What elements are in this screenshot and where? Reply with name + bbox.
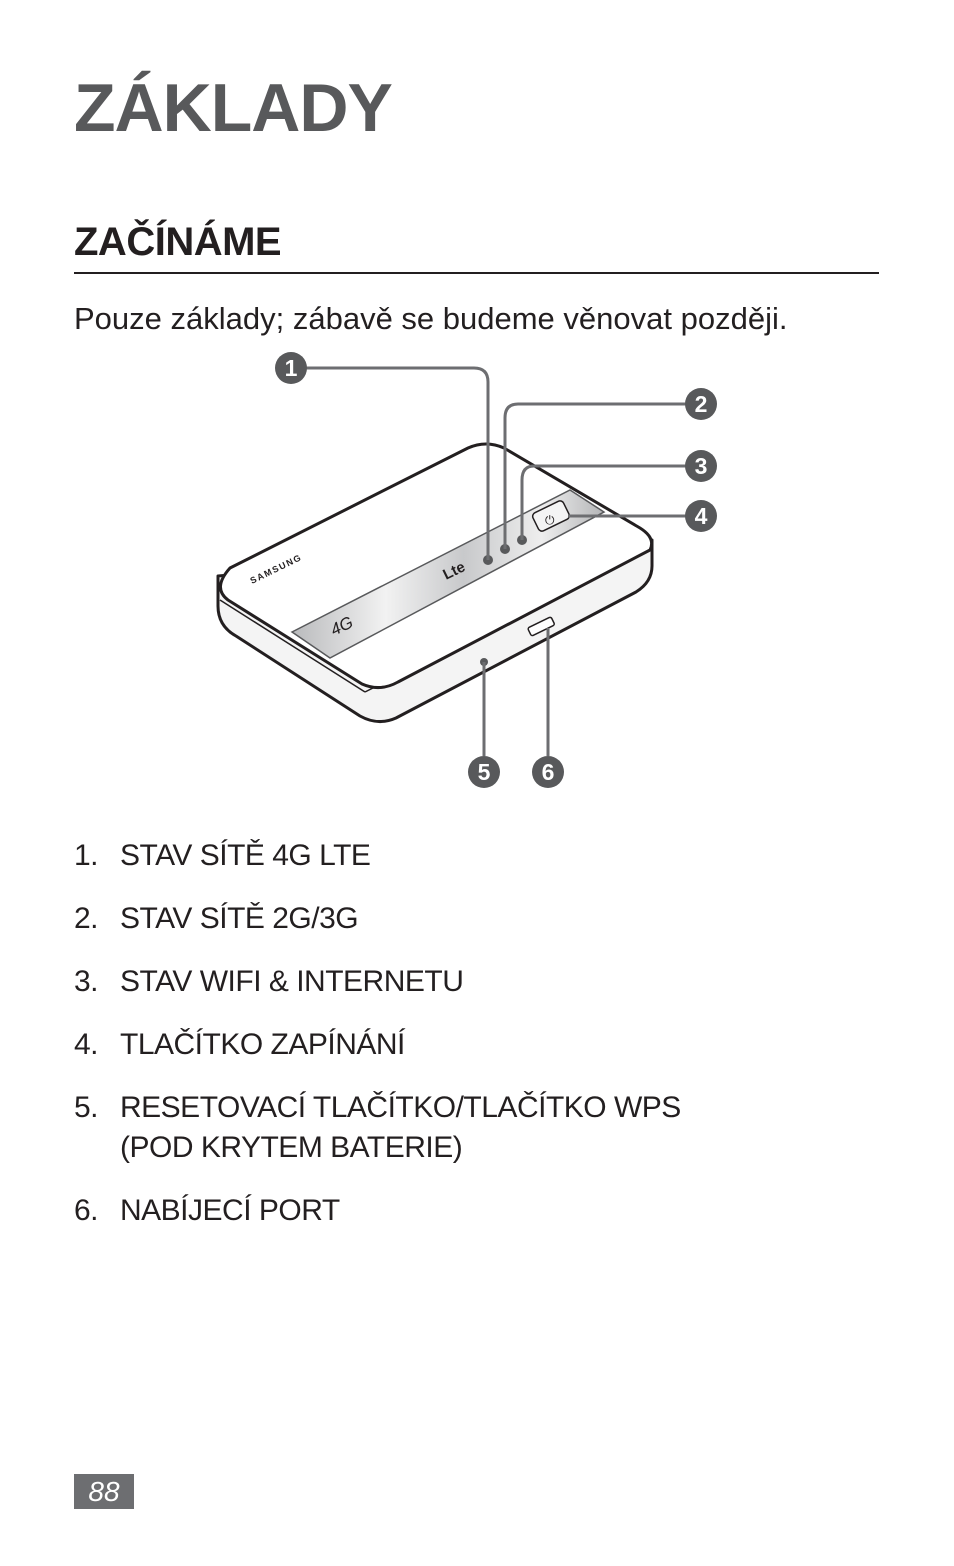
power-button	[531, 500, 571, 532]
section-divider	[74, 272, 879, 274]
list-item-number: 6.	[74, 1194, 99, 1227]
list-item-number: 2.	[74, 902, 99, 935]
list-item-label: STAV SÍTĚ 2G/3G	[120, 902, 359, 935]
list-item-number: 1.	[74, 839, 99, 872]
section-title: ZAČÍNÁME	[74, 220, 282, 264]
callout-2: 2	[695, 391, 708, 417]
callout-4: 4	[695, 503, 708, 529]
list-item-number: 4.	[74, 1028, 99, 1061]
device-band	[290, 489, 606, 659]
leader-3	[520, 464, 686, 540]
list-item: 5. RESETOVACÍ TLAČÍTKO/TLAČÍTKO WPS (POD…	[74, 1088, 720, 1168]
device-side-seam	[219, 599, 366, 693]
page-title: ZÁKLADY	[74, 70, 393, 146]
device-figure: SAMSUNG 4G Lte ⏻ 1 2 3 4 5 6	[216, 352, 717, 788]
power-symbol-icon: ⏻	[545, 513, 555, 527]
list-item-label: NABÍJECÍ PORT	[120, 1194, 340, 1227]
callout-5: 5	[478, 759, 491, 785]
leader-1	[304, 366, 490, 560]
list-item: 4. TLAČÍTKO ZAPÍNÁNÍ	[74, 1025, 720, 1065]
device-illustration: SAMSUNG 4G Lte ⏻	[216, 442, 654, 723]
list-item: 6. NABÍJECÍ PORT	[74, 1191, 720, 1231]
parts-list: 1. STAV SÍTĚ 4G LTE 2. STAV SÍTĚ 2G/3G 3…	[74, 836, 720, 1254]
callout-leaders	[304, 366, 686, 756]
callout-badges: 1 2 3 4 5 6	[275, 352, 717, 788]
charging-port	[527, 616, 555, 637]
list-item-number: 5.	[74, 1091, 99, 1124]
callout-6: 6	[542, 759, 555, 785]
intro-text: Pouze základy; zábavě se budeme věnovat …	[74, 301, 788, 336]
callout-1: 1	[285, 355, 298, 381]
list-item: 1. STAV SÍTĚ 4G LTE	[74, 836, 720, 876]
list-item-label: RESETOVACÍ TLAČÍTKO/TLAČÍTKO WPS (POD KR…	[120, 1091, 681, 1164]
page-number-badge: 88	[74, 1474, 134, 1509]
list-item-label: STAV WIFI & INTERNETU	[120, 965, 464, 998]
list-item: 3. STAV WIFI & INTERNETU	[74, 962, 720, 1002]
leader-2	[503, 402, 686, 549]
list-item: 2. STAV SÍTĚ 2G/3G	[74, 899, 720, 939]
page-number: 88	[88, 1476, 120, 1507]
list-item-label: STAV SÍTĚ 4G LTE	[120, 839, 371, 872]
list-item-number: 3.	[74, 965, 99, 998]
list-item-label: TLAČÍTKO ZAPÍNÁNÍ	[120, 1028, 405, 1061]
callout-3: 3	[695, 453, 708, 479]
